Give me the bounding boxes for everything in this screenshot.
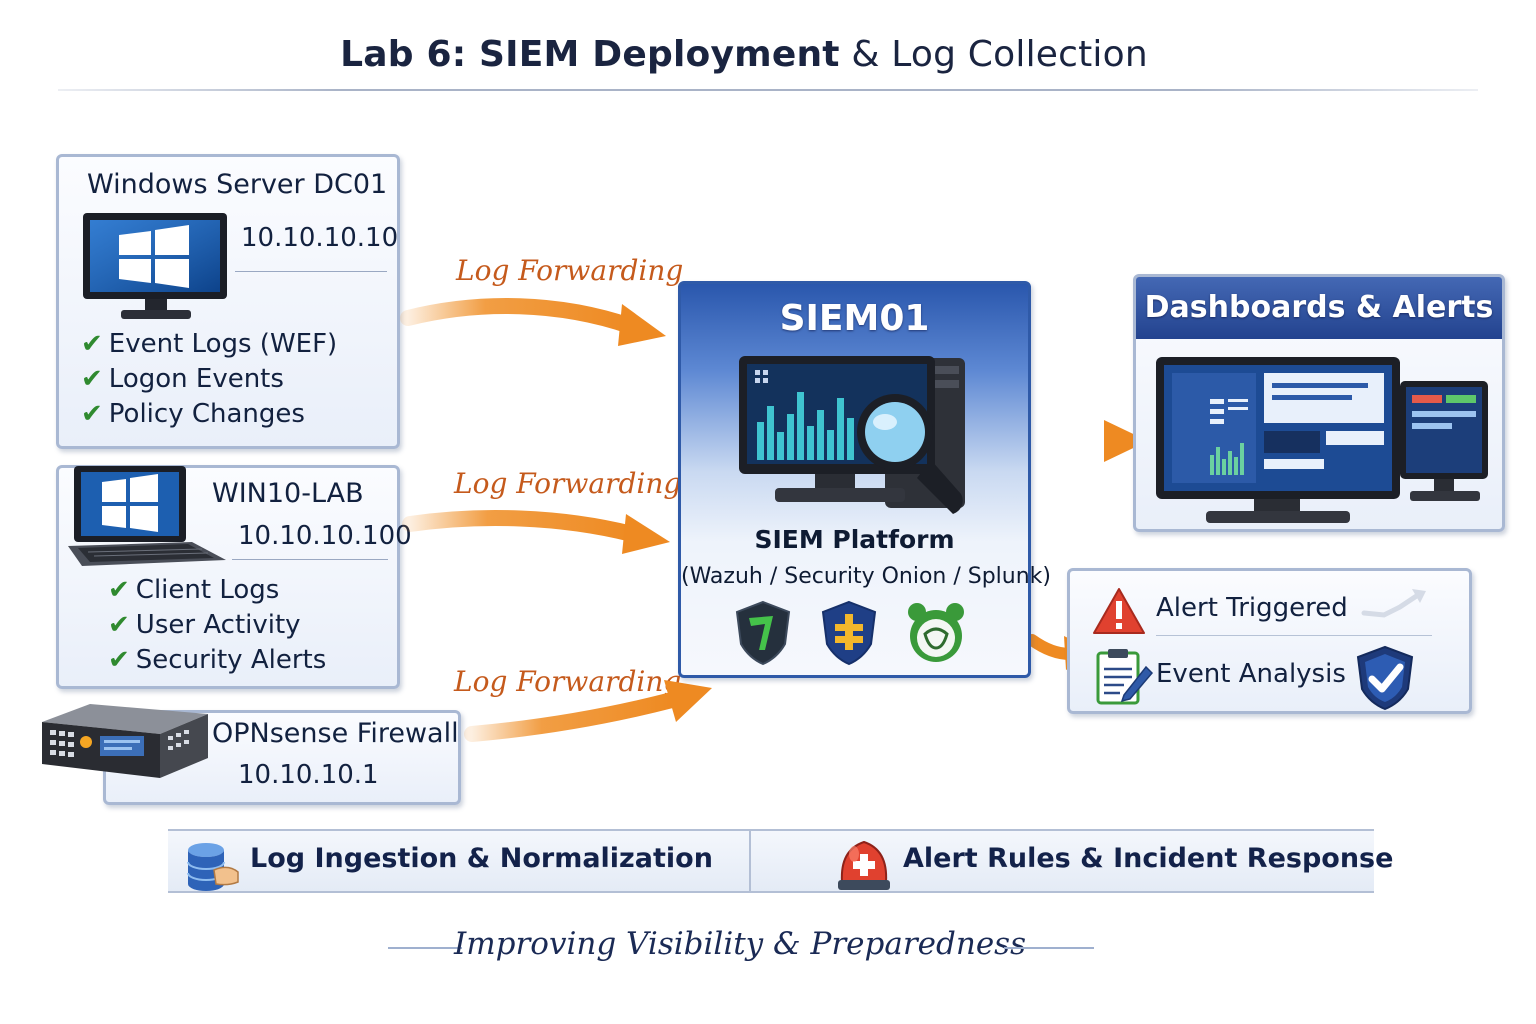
firewall-name: OPNsense Firewall [212,718,459,749]
dashboards-panel[interactable]: Dashboards & Alerts [1133,274,1505,532]
tagline-rule-left [388,947,462,949]
siem01-panel[interactable]: SIEM01 SIEM Platform (Wazuh / Security O… [678,281,1052,678]
tagline: Improving Visibility & Preparedness [454,926,1026,962]
dc01-log-list: ✔Event Logs (WEF) ✔Logon Events ✔Policy … [81,327,337,432]
wazuh-shield-icon [735,600,791,666]
dc01-panel[interactable]: Windows Server DC01 10.10.10.10 ✔Event L… [56,154,400,449]
splunk-logo-icon [908,603,964,662]
band-divider [749,831,751,891]
alert-triggered-label: Alert Triggered [1156,593,1348,623]
alerts-divider [1156,635,1432,636]
check-icon: ✔ [108,645,130,675]
dc01-ip-rule [235,271,387,272]
alert-rules-label: Alert Rules & Incident Response [903,843,1394,874]
alerts-panel[interactable]: Alert Triggered Event Analysis [1067,568,1472,714]
log-ingestion-label: Log Ingestion & Normalization [250,843,713,874]
trend-arrow-icon [1361,589,1426,618]
list-item: ✔Client Logs [108,575,280,605]
flow-label-firewall: Log Forwarding [454,665,682,698]
dc01-ip: 10.10.10.10 [241,223,399,253]
security-onion-shield-icon [821,600,877,666]
arrow-win10-to-siem [402,510,670,554]
arrow-dc01-to-siem [400,298,666,346]
title-divider [58,89,1478,91]
dashboard-monitors-icon [1156,357,1488,523]
event-analysis-label: Event Analysis [1156,659,1346,689]
win10-log-list: ✔Client Logs ✔User Activity ✔Security Al… [108,573,326,678]
flow-label-win10: Log Forwarding [454,467,682,500]
win10-name: WIN10-LAB [212,478,364,509]
list-item: ✔Policy Changes [81,399,305,429]
check-icon: ✔ [81,399,103,429]
check-icon: ✔ [81,329,103,359]
title-rest: & Log Collection [851,34,1148,75]
dashboards-title: Dashboards & Alerts [1136,277,1502,339]
tagline-rule-right [1004,947,1094,949]
siem01-title: SIEM01 [779,298,930,339]
list-item: ✔Logon Events [81,364,284,394]
win10-ip: 10.10.10.100 [238,521,412,551]
check-icon: ✔ [108,610,130,640]
siem-server-icon [739,356,965,514]
firewall-appliance-icon [42,704,208,778]
flow-label-dc01: Log Forwarding [456,254,684,287]
list-item: ✔Event Logs (WEF) [81,329,338,359]
check-icon: ✔ [81,364,103,394]
siem-tools-label: (Wazuh / Security Onion / Splunk) [681,564,1052,589]
siem-platform-label: SIEM Platform [754,525,955,554]
warning-triangle-icon [1093,588,1145,634]
laptop-icon [68,466,226,566]
bottom-band [168,829,1374,893]
firewall-ip: 10.10.10.1 [238,760,379,790]
list-item: ✔Security Alerts [108,645,327,675]
verified-shield-icon [1356,645,1414,711]
database-icon [187,843,239,891]
check-icon: ✔ [108,575,130,605]
list-item: ✔User Activity [108,610,301,640]
incident-alarm-icon [838,840,890,890]
clipboard-icon [1096,649,1154,705]
monitor-icon [83,213,227,319]
title-bold: Lab 6: SIEM Deployment [340,34,840,75]
page-title: Lab 6: SIEM Deployment & Log Collection [0,34,1488,75]
dc01-name: Windows Server DC01 [87,169,388,200]
win10-ip-rule [232,559,388,560]
